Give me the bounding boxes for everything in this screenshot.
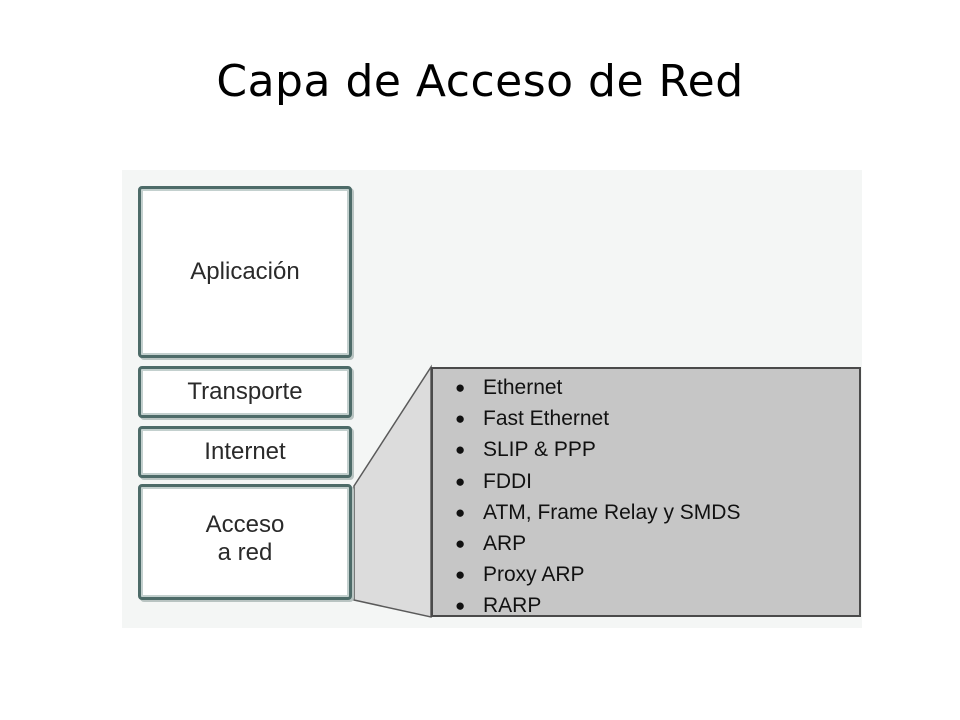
protocol-item: ● ATM, Frame Relay y SMDS xyxy=(433,497,740,528)
bullet-icon: ● xyxy=(455,471,466,491)
bullet-icon: ● xyxy=(455,565,466,585)
protocol-label: Proxy ARP xyxy=(483,563,585,587)
zoom-wedge xyxy=(353,364,432,618)
bullet-icon: ● xyxy=(455,533,466,553)
bullet-icon: ● xyxy=(455,502,466,522)
protocol-label: Fast Ethernet xyxy=(483,407,610,431)
protocol-item: ● FDDI xyxy=(433,466,740,497)
slide-title: Capa de Acceso de Red xyxy=(216,56,744,107)
layer-transport: Transporte xyxy=(138,366,352,418)
protocol-item: ● Proxy ARP xyxy=(433,559,740,590)
protocol-label: RARP xyxy=(483,594,542,618)
protocol-label: ATM, Frame Relay y SMDS xyxy=(483,500,741,524)
layer-internet: Internet xyxy=(138,426,352,478)
protocol-item: ● Fast Ethernet xyxy=(433,403,740,434)
bullet-icon: ● xyxy=(455,596,466,616)
layer-network-access: Acceso a red xyxy=(138,484,352,600)
protocol-label: SLIP & PPP xyxy=(483,438,596,462)
bullet-icon: ● xyxy=(455,440,466,460)
layer-application: Aplicación xyxy=(138,186,352,358)
protocol-list: ● Ethernet ● Fast Ethernet ● SLIP & PPP ● FD… xyxy=(433,372,740,622)
protocol-item: ● ARP xyxy=(433,528,740,559)
protocol-label: FDDI xyxy=(483,469,532,493)
protocol-item: ● RARP xyxy=(433,590,740,621)
protocol-list-box: ● Ethernet ● Fast Ethernet ● SLIP & PPP ● FD… xyxy=(431,367,861,617)
protocol-label: Ethernet xyxy=(483,376,563,399)
tcp-ip-diagram: Aplicación Transporte Internet Acceso a … xyxy=(122,170,862,628)
zoom-connector xyxy=(353,364,432,618)
protocol-item: ● Ethernet xyxy=(433,372,740,403)
protocol-item: ● SLIP & PPP xyxy=(433,434,740,465)
bullet-icon: ● xyxy=(455,378,466,397)
protocol-label: ARP xyxy=(483,531,527,555)
bullet-icon: ● xyxy=(455,409,466,429)
